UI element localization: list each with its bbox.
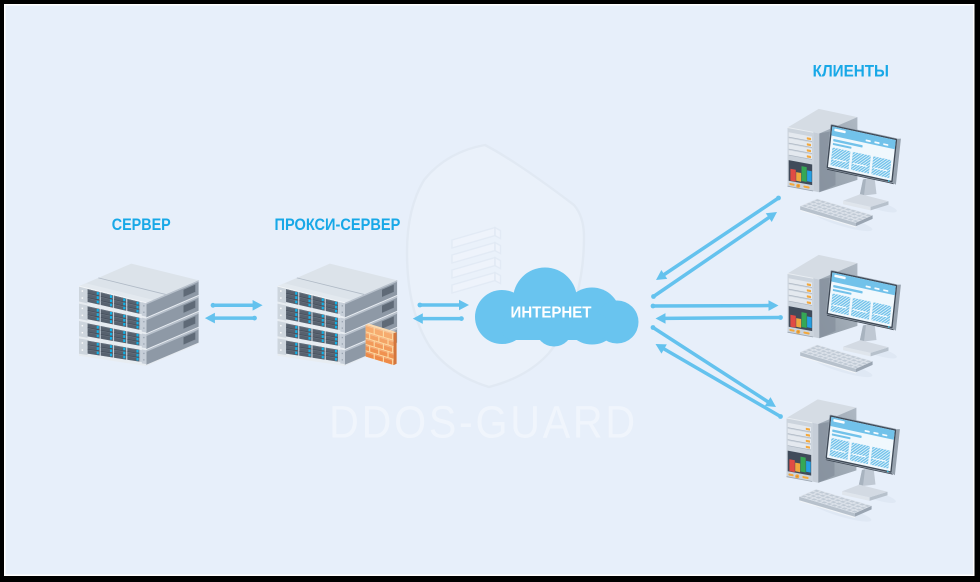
svg-text:ИНТЕРНЕТ: ИНТЕРНЕТ — [511, 304, 592, 322]
svg-text:ПРОКСИ-СЕРВЕР: ПРОКСИ-СЕРВЕР — [274, 216, 400, 234]
svg-text:КЛИЕНТЫ: КЛИЕНТЫ — [813, 62, 889, 81]
svg-text:СЕРВЕР: СЕРВЕР — [112, 216, 171, 234]
svg-text:DDOS-GUARD: DDOS-GUARD — [329, 398, 638, 448]
